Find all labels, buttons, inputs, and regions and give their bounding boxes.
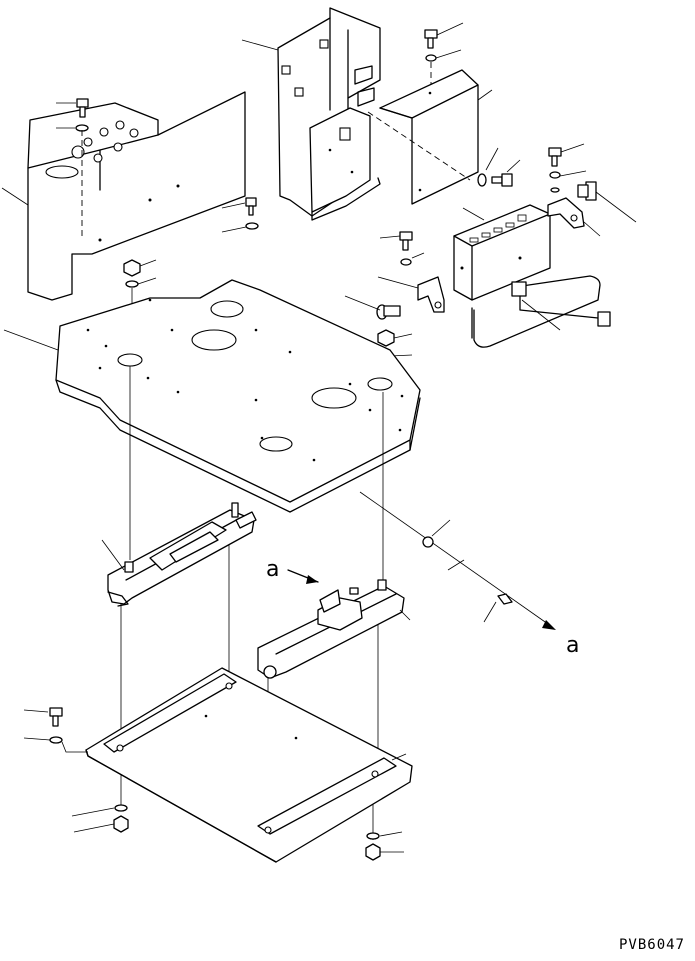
view-arrow-a-top: a bbox=[266, 557, 319, 584]
box-bracket-right bbox=[547, 197, 601, 237]
view-marker-a-top: a bbox=[266, 557, 279, 582]
drawing-code: PVB6047 bbox=[618, 937, 685, 953]
left-seat-slide-rail bbox=[101, 502, 257, 607]
floor-plate bbox=[55, 279, 421, 513]
callout-line bbox=[462, 207, 485, 221]
view-marker-a-right: a bbox=[566, 633, 579, 658]
view-arrow-a-right: a bbox=[359, 491, 579, 658]
grommet-plug bbox=[577, 181, 637, 223]
callout-line bbox=[1, 187, 29, 206]
bolt-left-top bbox=[56, 98, 89, 240]
callout-line bbox=[477, 89, 493, 101]
right-seat-slide-rail bbox=[257, 579, 411, 679]
nut-washer-lower-right bbox=[365, 831, 404, 861]
bolt-mid bbox=[221, 197, 259, 233]
bolt-side-right bbox=[477, 147, 521, 187]
small-mount-bracket bbox=[377, 276, 445, 313]
center-support-bracket bbox=[277, 7, 381, 221]
nut-washer-lower-left bbox=[71, 804, 129, 833]
right-cover bbox=[367, 69, 479, 205]
bolt-right-top bbox=[424, 22, 464, 84]
base-frame-plate bbox=[85, 667, 413, 863]
callout-line bbox=[3, 329, 59, 351]
callout-line bbox=[241, 39, 279, 51]
bolt-bracket bbox=[379, 231, 425, 266]
pin-bolt bbox=[344, 295, 401, 320]
bolt-box-top bbox=[548, 143, 587, 193]
wire-harness bbox=[471, 275, 611, 348]
controller-box bbox=[453, 204, 551, 301]
bolt-lower-left bbox=[23, 707, 88, 753]
